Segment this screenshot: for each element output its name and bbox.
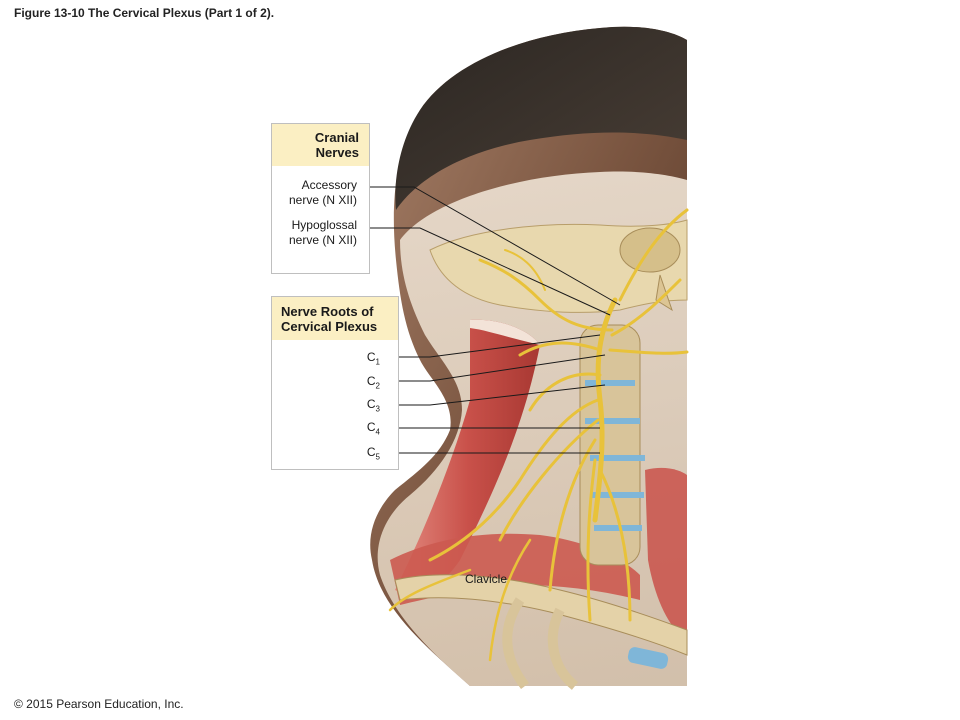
leader-accessory (364, 186, 621, 306)
accessory-nerve-label: Accessory nerve (N XII) (289, 178, 357, 208)
leader-hypoglossal (364, 227, 611, 316)
root-letter: C (366, 420, 376, 434)
root-label-c4: C4 (367, 420, 380, 439)
copyright-notice: © 2015 Pearson Education, Inc. (14, 697, 184, 711)
leader-lines (364, 186, 621, 454)
root-subscript: 2 (375, 381, 380, 391)
accessory-line2: nerve (N XII) (288, 193, 357, 207)
root-subscript: 3 (375, 404, 380, 414)
roots-heading-line1: Nerve Roots of (281, 304, 374, 319)
root-label-c1: C1 (367, 350, 380, 369)
root-label-c5: C5 (367, 445, 380, 464)
root-subscript: 5 (375, 452, 380, 462)
leader-c1 (384, 334, 601, 358)
root-letter: C (366, 397, 376, 411)
root-letter: C (366, 445, 376, 459)
accessory-line1: Accessory (301, 178, 357, 192)
cranial-nerves-heading: Cranial Nerves (272, 124, 369, 166)
nerve-roots-heading: Nerve Roots of Cervical Plexus (272, 297, 398, 340)
root-subscript: 4 (375, 427, 380, 437)
figure-title: Figure 13-10 The Cervical Plexus (Part 1… (14, 6, 275, 20)
root-letter: C (366, 374, 376, 388)
nerve-roots-box: Nerve Roots of Cervical Plexus C1 C2 C3 … (271, 296, 399, 470)
cranial-nerves-box: Cranial Nerves Accessory nerve (N XII) H… (271, 123, 370, 274)
hypoglossal-line2: nerve (N XII) (288, 233, 357, 247)
neck-muscles (390, 319, 687, 640)
hypoglossal-line1: Hypoglossal (291, 218, 357, 232)
clavicle-bone (394, 574, 688, 690)
cranial-heading-line1: Cranial (314, 130, 359, 145)
hypoglossal-nerve-label: Hypoglossal nerve (N XII) (289, 218, 357, 248)
clavicle-label: Clavicle (465, 572, 508, 586)
leader-c2 (384, 354, 606, 382)
root-label-c3: C3 (367, 397, 380, 416)
roots-heading-line2: Cervical Plexus (281, 319, 378, 334)
nerve-branches (388, 208, 689, 662)
leader-c3 (384, 384, 606, 406)
root-label-c2: C2 (367, 374, 380, 393)
cranial-heading-line2: Nerves (315, 145, 359, 160)
root-letter: C (366, 350, 376, 364)
root-subscript: 1 (375, 357, 380, 367)
